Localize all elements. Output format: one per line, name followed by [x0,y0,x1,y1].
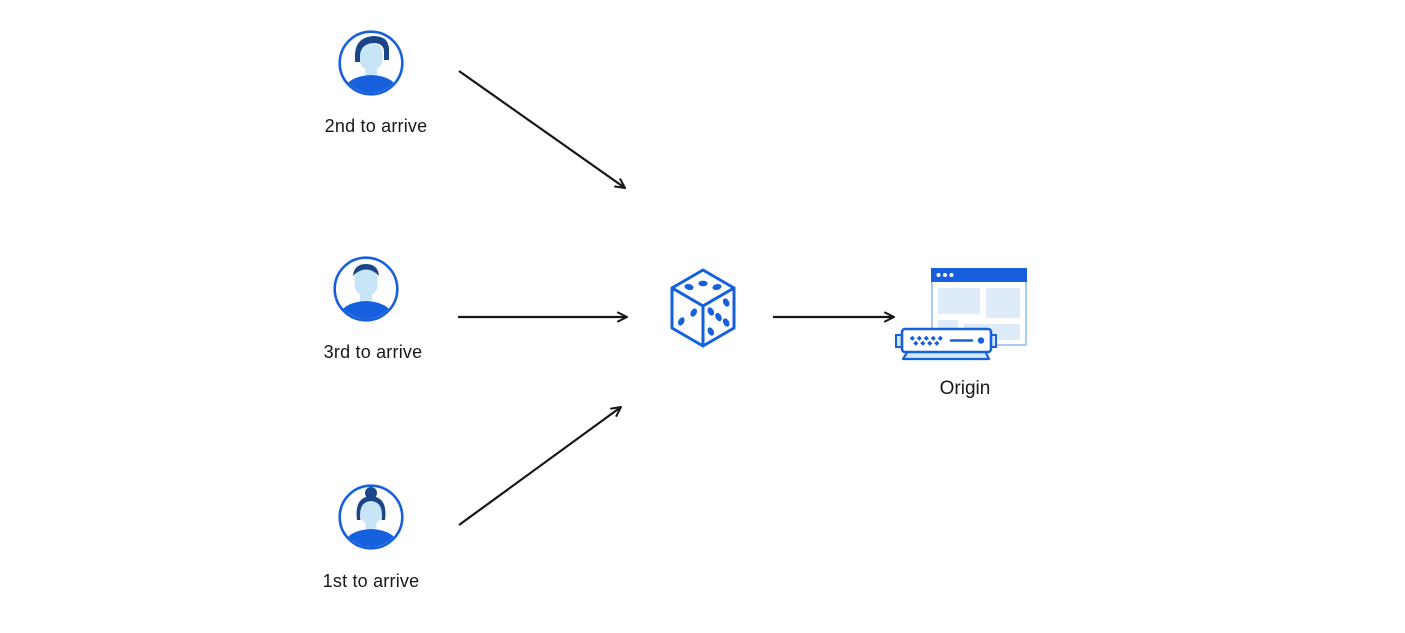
node-label-first: 1st to arrive [322,571,420,591]
node-label-second: 2nd to arrive [324,116,428,136]
dice-pips [678,280,730,336]
dice-icon [670,268,736,348]
avatar-hair [353,264,379,276]
browser-dot [949,273,954,277]
avatar-hair-bun [365,487,377,499]
server-appliance [895,327,997,361]
node-label-third: 3rd to arrive [323,342,423,362]
avatar-hair [355,36,390,62]
browser-titlebar [931,268,1027,282]
avatar-face [354,269,378,296]
avatar-man-swept-hair-icon [338,30,404,96]
avatar-face [360,498,382,524]
arrow-second-to-dice [458,70,626,189]
avatar-man-short-hair-icon [333,256,399,322]
avatar-neck [365,518,377,532]
arrow-first-to-dice [458,406,622,526]
avatar-hair-quiff [358,36,388,46]
browser-window [931,268,1027,346]
server-body [900,327,993,354]
avatar-hair [356,496,386,520]
browser-dot [936,273,941,277]
avatar-face [359,43,383,70]
node-label-origin: Origin [939,378,991,399]
origin-server-browser-icon [895,268,1027,361]
browser-dot [943,273,947,277]
server-indicator-dot [977,337,985,344]
avatar-woman-bun-icon [338,484,404,550]
